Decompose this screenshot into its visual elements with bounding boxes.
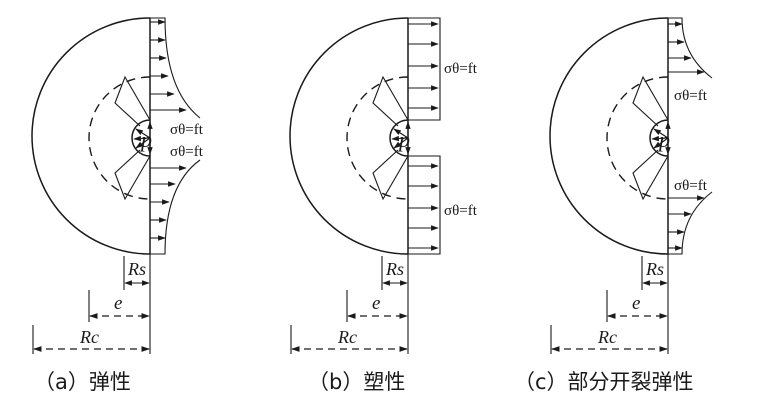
caption-a: （a）弹性 <box>34 370 131 394</box>
hole-to-crack-lines <box>372 75 409 201</box>
pressure-arrow <box>393 137 409 149</box>
pressure-label: p <box>397 127 410 152</box>
bolt-hole-arc <box>389 119 409 157</box>
pressure-arrow <box>133 135 151 142</box>
panel-b: p σθ=ft σθ=ft Rs e Rc <box>289 17 478 354</box>
sigma-top-label: σθ=ft <box>444 61 478 77</box>
hole-to-crack-lines <box>632 75 669 201</box>
outer-boundary-arc <box>289 17 409 255</box>
stress-block-top <box>408 17 441 121</box>
sigma-top-label: σθ=ft <box>170 122 204 138</box>
pressure-arrow <box>391 135 409 142</box>
bolt-hole-arc <box>131 119 151 157</box>
panel-a: p σθ=ft σθ=ft Rs e Rc <box>31 17 204 354</box>
rc-label: Rc <box>337 327 357 347</box>
stress-envelope-top <box>150 17 201 119</box>
sigma-bottom-label: σθ=ft <box>444 203 478 219</box>
bolt-hole-arc <box>649 119 669 157</box>
outer-boundary-arc <box>549 17 669 255</box>
sigma-top-label: σθ=ft <box>674 88 708 104</box>
caption-c: （c）部分开裂弹性 <box>514 370 694 394</box>
pressure-arrow <box>651 135 669 142</box>
caption-b: （b）塑性 <box>308 370 406 394</box>
stress-block-bottom <box>408 155 441 255</box>
stress-envelope-top <box>668 17 713 79</box>
panel-c: p σθ=ft σθ=ft Rs e Rc <box>549 17 713 354</box>
e-label: e <box>632 293 640 314</box>
e-label: e <box>372 293 380 314</box>
pressure-label: p <box>139 127 152 152</box>
rc-label: Rc <box>79 327 99 347</box>
pressure-arrow <box>135 128 151 139</box>
e-label: e <box>114 293 122 314</box>
hole-to-crack-lines <box>114 75 151 201</box>
rs-label: Rs <box>127 259 146 279</box>
pressure-arrow <box>653 128 669 139</box>
cracked-zone-dashed-arc <box>88 76 151 200</box>
pressure-label: p <box>657 127 670 152</box>
cracked-zone-dashed-arc <box>346 76 409 200</box>
rs-label: Rs <box>385 259 404 279</box>
sigma-bottom-label: σθ=ft <box>170 144 204 160</box>
pressure-arrow <box>393 128 409 139</box>
rs-label: Rs <box>645 259 664 279</box>
stress-envelope-bottom <box>150 159 201 255</box>
stress-envelope-bottom <box>668 191 713 255</box>
sigma-bottom-label: σθ=ft <box>674 178 708 194</box>
outer-boundary-arc <box>31 17 151 255</box>
pressure-arrow <box>653 137 669 149</box>
pressure-arrow <box>135 137 151 149</box>
rc-label: Rc <box>597 327 617 347</box>
cracked-zone-dashed-arc <box>606 76 669 200</box>
